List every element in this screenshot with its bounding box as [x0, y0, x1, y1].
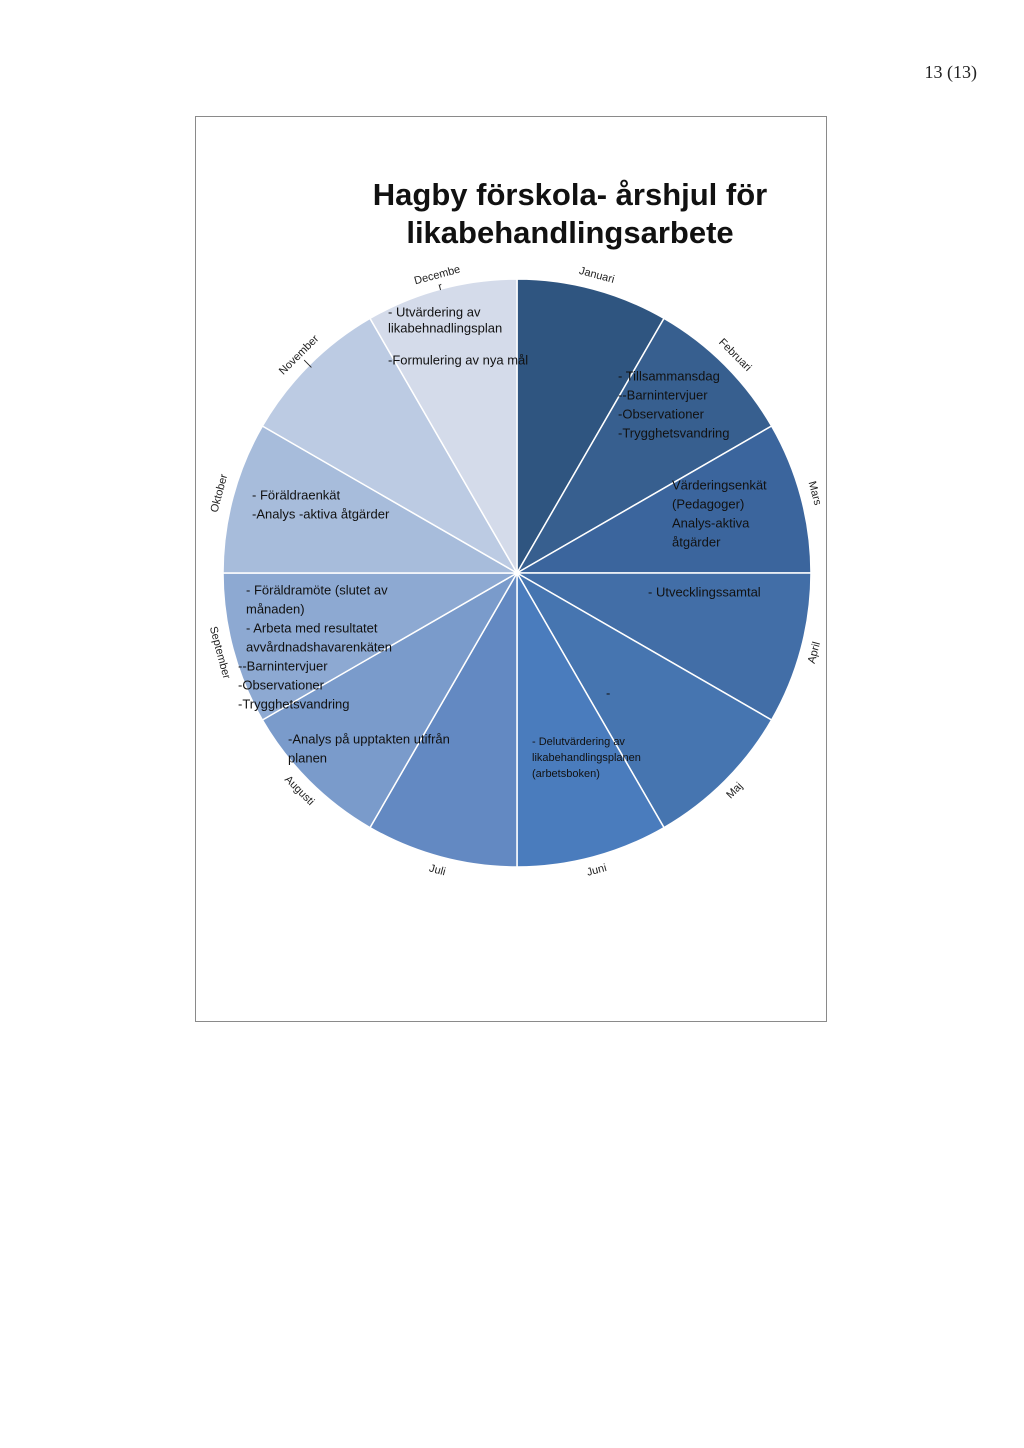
wheel-title: Hagby förskola- årshjul för likabehandli… [340, 176, 800, 252]
wheel-title-line-2: likabehandlingsarbete [406, 215, 734, 250]
wheel-title-line-1: Hagby förskola- årshjul för [372, 177, 768, 212]
page-number: 13 (13) [924, 62, 978, 82]
